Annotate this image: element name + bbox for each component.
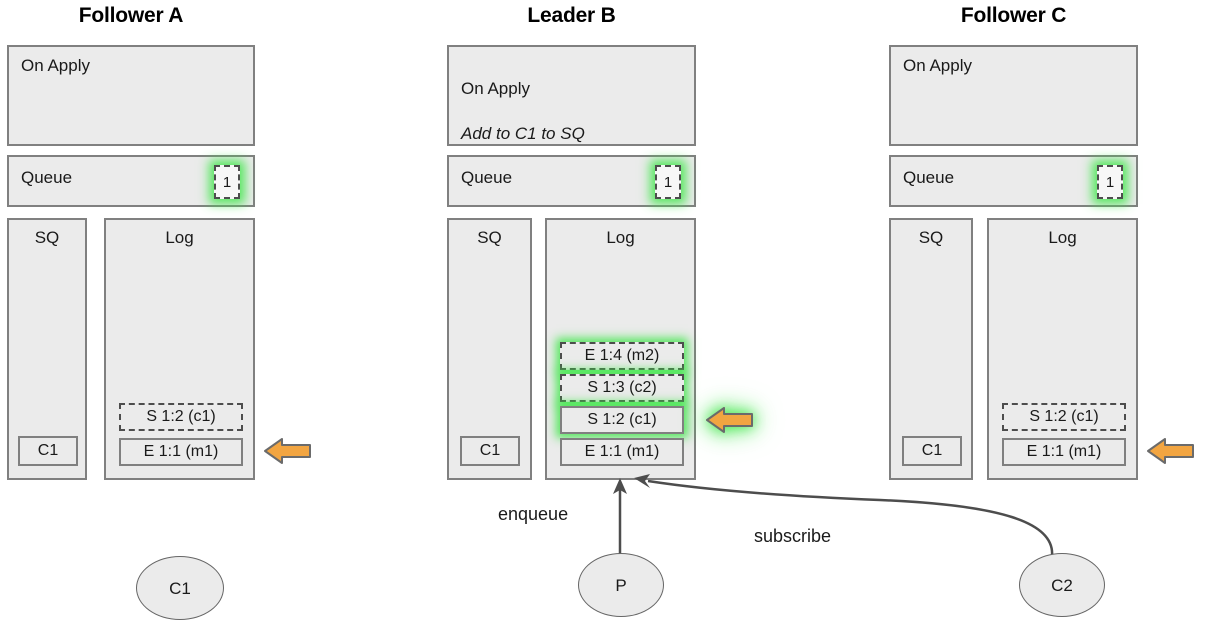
follower-a-sq-item: C1	[18, 436, 78, 466]
follower-c-sq-header: SQ	[918, 228, 944, 247]
leader-b-queue-label: Queue	[461, 168, 513, 187]
follower-c-queue-label: Queue	[903, 168, 955, 187]
follower-c-on-apply-panel: On Apply	[889, 45, 1138, 146]
edge-enqueue-line	[613, 478, 627, 556]
follower-c-queue-count: 1	[1097, 165, 1123, 199]
follower-c-log-entry: S 1:2 (c1)	[1002, 403, 1126, 431]
follower-a-pointer-arrow	[264, 438, 311, 464]
leader-b-pointer-arrow	[706, 407, 753, 433]
follower-a-on-apply-panel: On Apply	[7, 45, 255, 146]
follower-a-log-entry: S 1:2 (c1)	[119, 403, 243, 431]
leader-b-pointer-arrow-glow	[703, 397, 765, 443]
follower-c-log-entry: E 1:1 (m1)	[1002, 438, 1126, 466]
follower-c-sq-panel: SQ C1	[889, 218, 973, 480]
node-title-follower-a: Follower A	[78, 4, 184, 27]
follower-a-queue-count: 1	[214, 165, 240, 199]
leader-b-log-entry: S 1:2 (c1)	[560, 406, 684, 434]
client-c2-node[interactable]: C2	[1019, 553, 1105, 617]
follower-c-sq-item: C1	[902, 436, 962, 466]
client-c1-node[interactable]: C1	[136, 556, 224, 620]
follower-c-on-apply-heading: On Apply	[903, 56, 972, 75]
follower-a-log-panel: Log S 1:2 (c1) E 1:1 (m1)	[104, 218, 255, 480]
leader-b-sq-panel: SQ C1	[447, 218, 532, 480]
leader-b-log-entry: E 1:1 (m1)	[560, 438, 684, 466]
follower-a-sq-header: SQ	[34, 228, 60, 247]
leader-b-on-apply-heading: On Apply	[461, 78, 530, 98]
follower-c-log-panel: Log S 1:2 (c1) E 1:1 (m1)	[987, 218, 1138, 480]
leader-b-log-entry: E 1:4 (m2)	[560, 342, 684, 370]
edge-label-subscribe: subscribe	[754, 526, 832, 546]
leader-b-queue-panel: Queue 1	[447, 155, 696, 207]
follower-a-queue-label: Queue	[21, 168, 73, 187]
node-title-follower-c: Follower C	[960, 4, 1067, 27]
leader-b-queue-count: 1	[655, 165, 681, 199]
leader-b-log-panel: Log E 1:4 (m2) S 1:3 (c2) S 1:2 (c1) E 1…	[545, 218, 696, 480]
follower-a-on-apply-heading: On Apply	[21, 56, 90, 75]
edge-subscribe-line	[634, 474, 1054, 557]
leader-b-log-entry: S 1:3 (c2)	[560, 374, 684, 402]
follower-a-log-header: Log	[165, 228, 194, 247]
follower-a-sq-panel: SQ C1	[7, 218, 87, 480]
leader-b-sq-header: SQ	[477, 228, 502, 247]
leader-b-log-header: Log	[606, 228, 635, 247]
leader-b-on-apply-panel: On Apply Add to C1 to SQ C1 is not local	[447, 45, 696, 188]
follower-c-queue-panel: Queue 1	[889, 155, 1138, 207]
node-title-leader-b: Leader B	[527, 4, 616, 27]
follower-c-pointer-arrow	[1147, 438, 1194, 464]
follower-a-log-entry: E 1:1 (m1)	[119, 438, 243, 466]
leader-b-sq-item: C1	[460, 436, 520, 466]
follower-a-queue-panel: Queue 1	[7, 155, 255, 207]
edge-label-enqueue: enqueue	[498, 504, 569, 524]
leader-b-on-apply-line-1: Add to C1 to SQ	[461, 123, 585, 143]
producer-p-node[interactable]: P	[578, 553, 664, 617]
follower-c-log-header: Log	[1048, 228, 1077, 247]
